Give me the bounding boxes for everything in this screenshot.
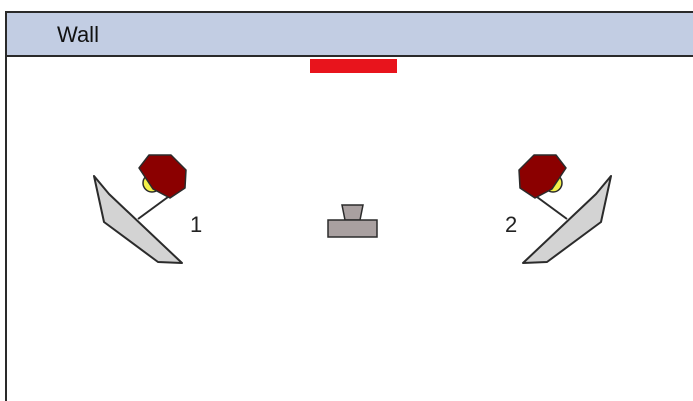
light-2-reflector [522,175,612,264]
left-boundary-line [5,57,7,401]
light-1-reflector [93,175,183,264]
light-1 [93,154,187,264]
subject-base [327,219,378,238]
light-2-stand [536,196,568,220]
wall-bar [5,11,693,57]
light-1-stand [137,196,169,220]
light-2-head [518,154,567,199]
subject-top [341,204,364,221]
light-1-number: 1 [190,212,203,237]
light-2 [518,154,612,264]
light-1-head [138,154,187,199]
light-2-number: 2 [505,212,518,237]
wall-label: Wall [57,22,99,47]
subject-marker [327,204,378,238]
backdrop-marker [310,59,397,73]
